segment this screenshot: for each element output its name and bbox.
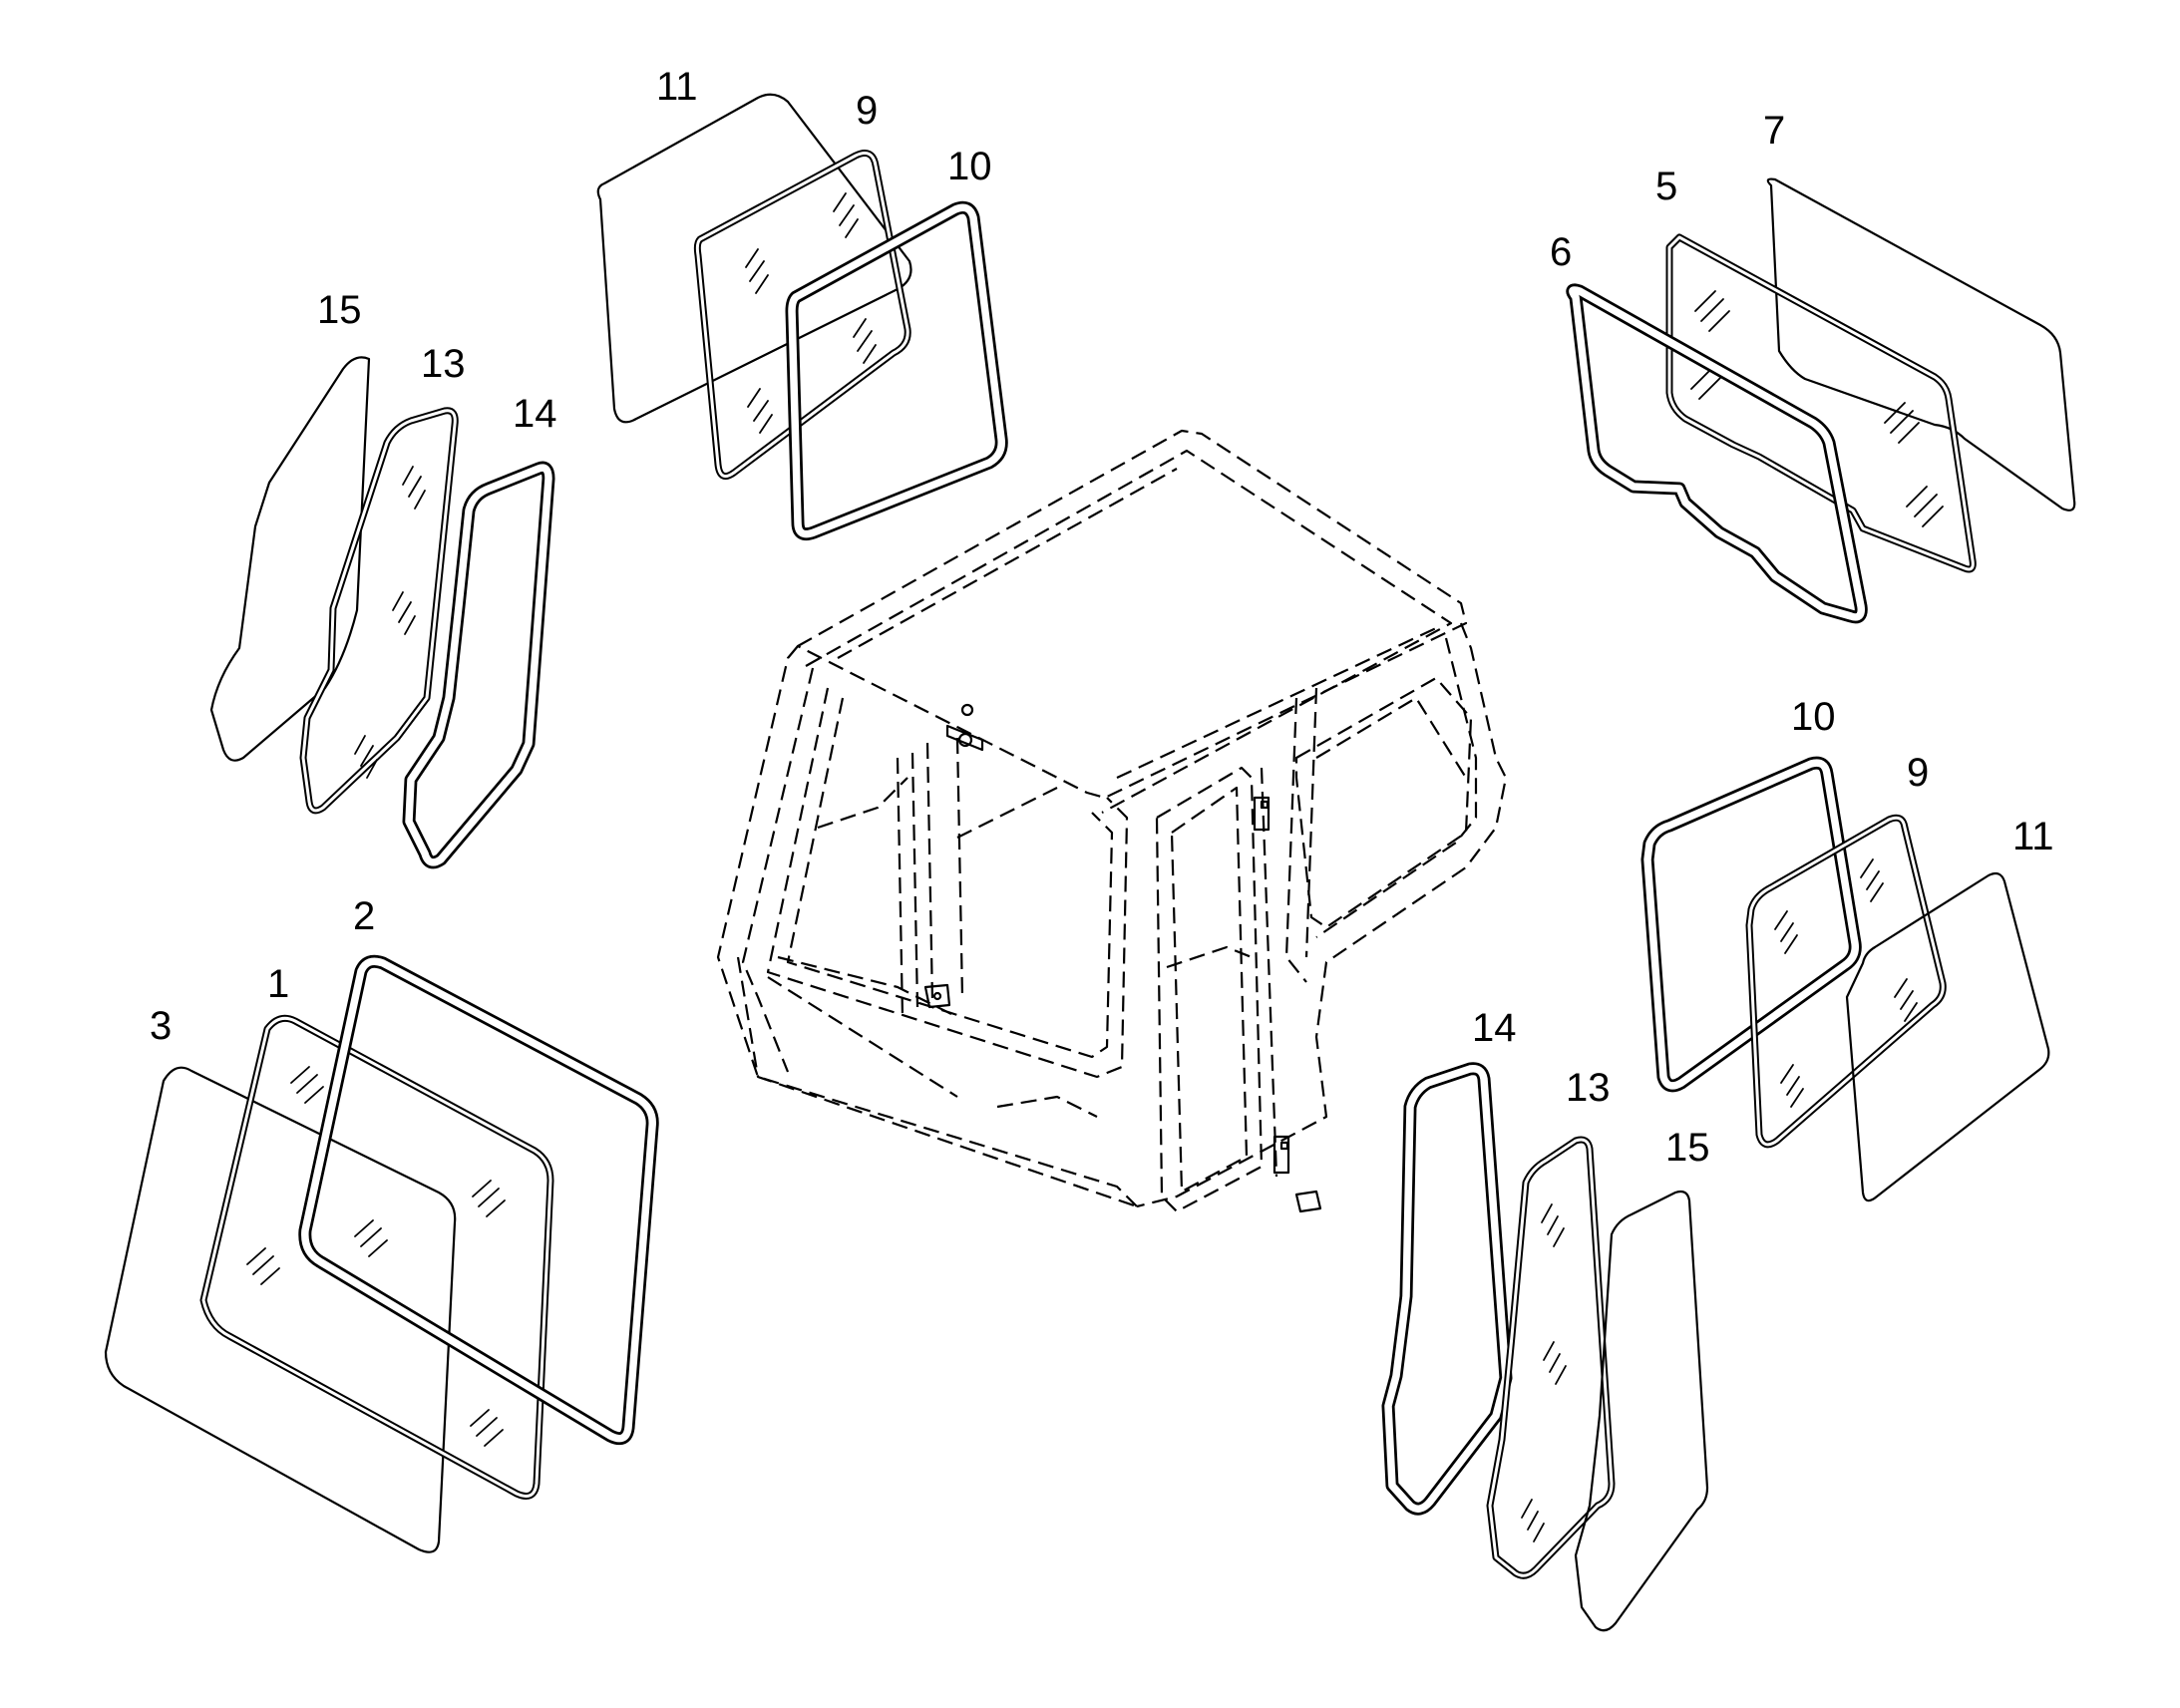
callout-14-left: 14	[513, 392, 557, 436]
front-glass-pane-1	[199, 1014, 554, 1500]
right-seal-6	[1566, 283, 1868, 624]
callout-6: 6	[1550, 230, 1572, 274]
rear-seal-14	[1381, 1062, 1513, 1516]
callout-7: 7	[1763, 109, 1785, 153]
callout-10-top: 10	[947, 145, 992, 188]
side-seal-10	[1640, 756, 1862, 1093]
callout-11-right: 11	[2012, 815, 2054, 858]
callout-15-bottom: 15	[1665, 1126, 1710, 1170]
callout-14-bottom: 14	[1472, 1006, 1517, 1050]
callout-5: 5	[1655, 165, 1677, 208]
callout-9-top: 9	[856, 89, 878, 133]
front-glass-panel-3	[104, 1066, 457, 1553]
callout-13-bottom: 13	[1566, 1066, 1611, 1110]
cab-body	[716, 429, 1508, 1213]
callout-1: 1	[267, 962, 289, 1006]
left-seal-14	[402, 461, 555, 869]
callout-10-right: 10	[1791, 695, 1836, 739]
callout-labels: 1 2 3 5 6 7 9 10 11 13 14 15 10 9 11 14 …	[150, 65, 2054, 1170]
top-glass-pane-9	[693, 150, 911, 481]
callout-2: 2	[353, 894, 375, 938]
left-glass-panel-15	[209, 356, 371, 762]
top-seal-10	[785, 200, 1008, 541]
callout-3: 3	[150, 1004, 172, 1048]
cab-bracket-front	[923, 983, 951, 1009]
callout-13-left: 13	[421, 342, 466, 386]
cab-hinge-lower	[1272, 1135, 1290, 1175]
cab-bracket-rear	[1294, 1190, 1322, 1213]
callout-15-left: 15	[317, 288, 362, 332]
left-glass-pane-13	[299, 407, 459, 815]
callout-11-top: 11	[656, 65, 698, 109]
callout-9-right: 9	[1907, 751, 1929, 795]
right-glass-panel-7	[1766, 177, 2076, 512]
side-glass-pane-9	[1745, 814, 1947, 1149]
front-seal-2	[298, 954, 659, 1446]
rear-glass-panel-15	[1574, 1190, 1709, 1632]
cab-mirror-mount	[945, 703, 984, 752]
cab-hinge-upper	[1253, 796, 1271, 832]
rear-glass-pane-13	[1486, 1136, 1616, 1579]
side-glass-panel-11	[1845, 871, 2050, 1202]
right-glass-pane-5	[1665, 233, 1977, 573]
